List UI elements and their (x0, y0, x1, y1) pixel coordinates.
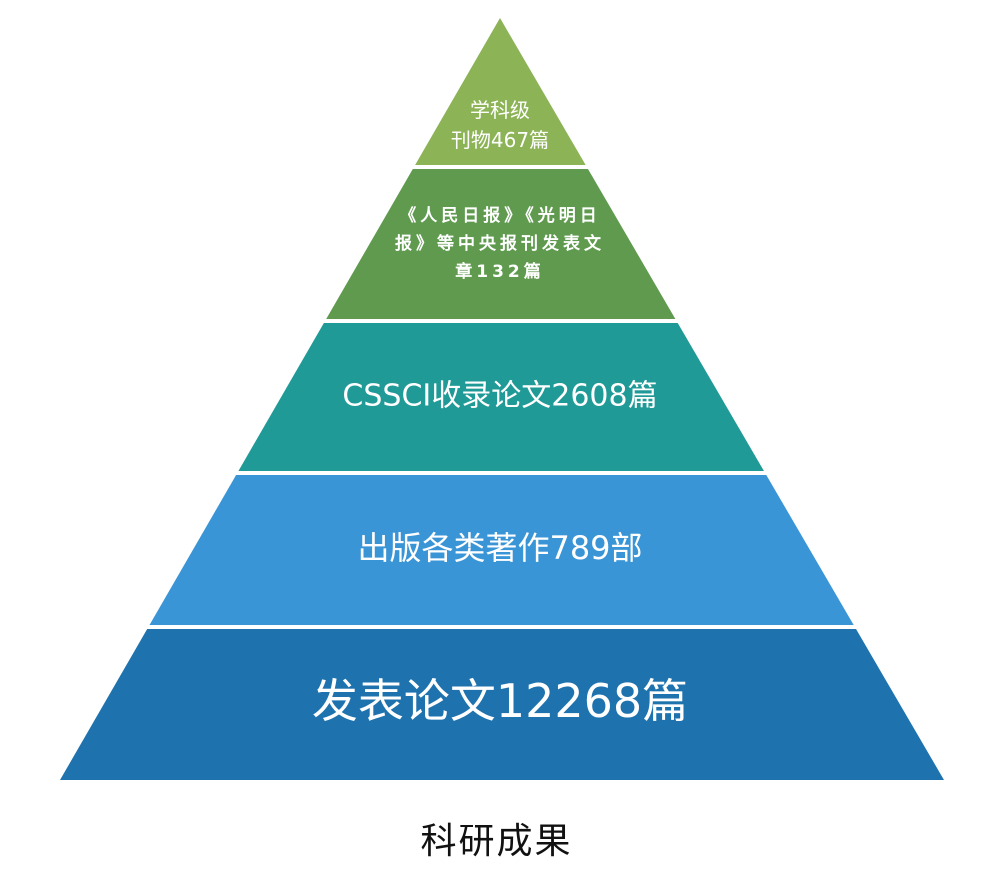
tier-1-label-line-2: 刊物467篇 (451, 128, 549, 152)
tier-2-label-line-3: 章132篇 (455, 261, 545, 282)
tier-2-label-line-1: 《人民日报》《光明日 (399, 205, 601, 226)
pyramid-tier-1 (415, 18, 586, 165)
pyramid-tier-2 (326, 169, 676, 319)
pyramid-tier-5 (60, 629, 944, 780)
tier-4-label-line-1: 出版各类著作789部 (357, 529, 642, 567)
tier-1-label-line-1: 学科级 (470, 98, 530, 122)
tier-3-label-line-1: CSSCI收录论文2608篇 (342, 379, 657, 414)
diagram-caption: 科研成果 (420, 821, 573, 862)
pyramid-tier-3 (238, 323, 764, 471)
pyramid-tier-4 (149, 475, 854, 625)
tier-2-label-line-2: 报》等中央报刊发表文 (395, 233, 605, 254)
tier-5-label-line-1: 发表论文12268篇 (312, 674, 688, 728)
